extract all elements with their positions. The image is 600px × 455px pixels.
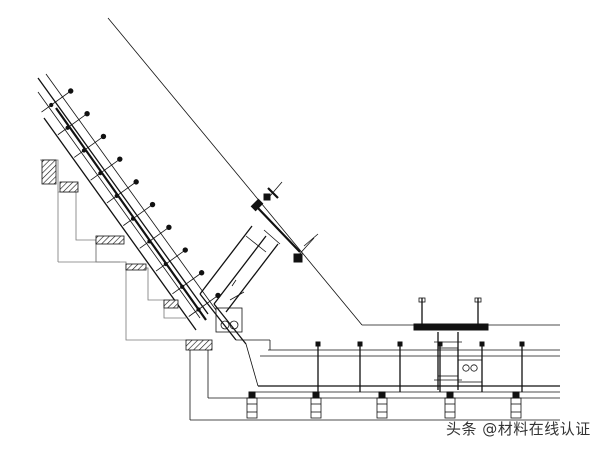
beam-bolt: [172, 272, 202, 295]
corner-connection: [199, 181, 319, 345]
post-cap: [315, 341, 321, 347]
bottom-clips: [246, 391, 522, 419]
support-clip: [444, 397, 456, 419]
bolt-dot: [81, 148, 87, 153]
beam-bolt: [123, 204, 153, 226]
bolt-dot: [98, 171, 103, 176]
bolt-dot: [114, 193, 119, 198]
bolt-dot: [196, 307, 201, 312]
clip-head: [446, 391, 454, 399]
beam-bolt: [188, 295, 219, 317]
diagonal-beam: [37, 73, 217, 331]
clip-head: [312, 391, 320, 399]
bolt-dot: [147, 239, 152, 244]
clip-head: [248, 391, 256, 399]
support-clip: [510, 397, 522, 419]
horizontal-posts: [315, 341, 525, 392]
support-clip: [246, 397, 258, 419]
clip-head: [378, 391, 386, 399]
beam-bolt: [73, 136, 104, 158]
right-top-plate: [413, 297, 489, 390]
bolt-head: [117, 156, 123, 162]
bolt-head: [100, 133, 107, 140]
stepped-wall: [40, 159, 213, 351]
post-cap: [357, 341, 363, 347]
bolt-head: [166, 224, 172, 231]
bolt-dot: [49, 102, 54, 108]
beam-bolt: [90, 158, 121, 181]
post-cap: [479, 341, 485, 347]
bolt-dot: [65, 125, 70, 130]
support-clip: [376, 397, 388, 419]
bolt-head: [133, 179, 139, 185]
beam-bolt: [41, 90, 71, 113]
bolt-head: [182, 247, 188, 253]
clip-head: [512, 391, 520, 399]
bolt-head: [149, 201, 156, 208]
bolt-head: [198, 270, 205, 276]
bolt-dot: [180, 284, 185, 289]
beam-bolt: [139, 226, 170, 249]
bolt-head: [68, 88, 74, 94]
beam-bolt: [57, 113, 88, 136]
support-clip: [310, 397, 322, 419]
diagonal-bolts: [41, 88, 221, 317]
bolt-dot: [163, 261, 168, 267]
bolt-dot: [130, 216, 136, 221]
bolt-head: [84, 111, 90, 117]
watermark-text: 头条 @材料在线认证: [446, 420, 591, 438]
beam-bolt: [155, 249, 186, 272]
horizontal-beam: [189, 339, 560, 421]
post-cap: [397, 341, 403, 347]
post-cap: [519, 341, 525, 347]
beam-bolt: [106, 181, 137, 204]
